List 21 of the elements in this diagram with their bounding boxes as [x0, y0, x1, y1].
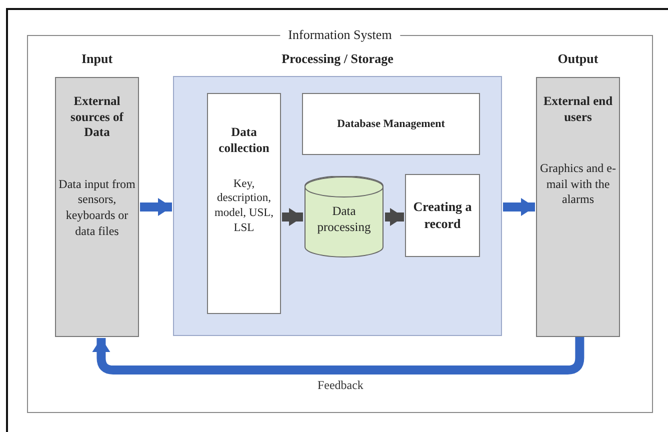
box-title: Database Management — [337, 116, 445, 132]
process-box — [405, 174, 480, 257]
column-title: External sources of Data — [70, 94, 124, 141]
column-description: Graphics and e-mail with the alarms — [539, 161, 617, 208]
column-title: External end users — [542, 94, 614, 126]
frame-title: Information System — [280, 27, 400, 43]
panel-heading: Processing / Storage — [280, 51, 394, 67]
box-title: Data collection — [218, 124, 270, 156]
box-description: Key, description, model, USL, LSL — [213, 176, 275, 236]
process-box — [207, 93, 281, 314]
process-box — [302, 93, 480, 155]
block-arrow — [503, 198, 535, 216]
column-heading: Input — [80, 51, 114, 67]
column-heading: Output — [556, 51, 600, 67]
column-description: Data input from sensors, keyboards or data files — [58, 176, 136, 240]
database-cylinder — [304, 176, 384, 258]
block-arrow — [385, 208, 404, 226]
block-arrow — [282, 208, 303, 226]
block-arrow — [140, 198, 172, 216]
box-title: Creating a record — [412, 198, 473, 232]
cylinder-label: Data processing — [316, 204, 372, 236]
